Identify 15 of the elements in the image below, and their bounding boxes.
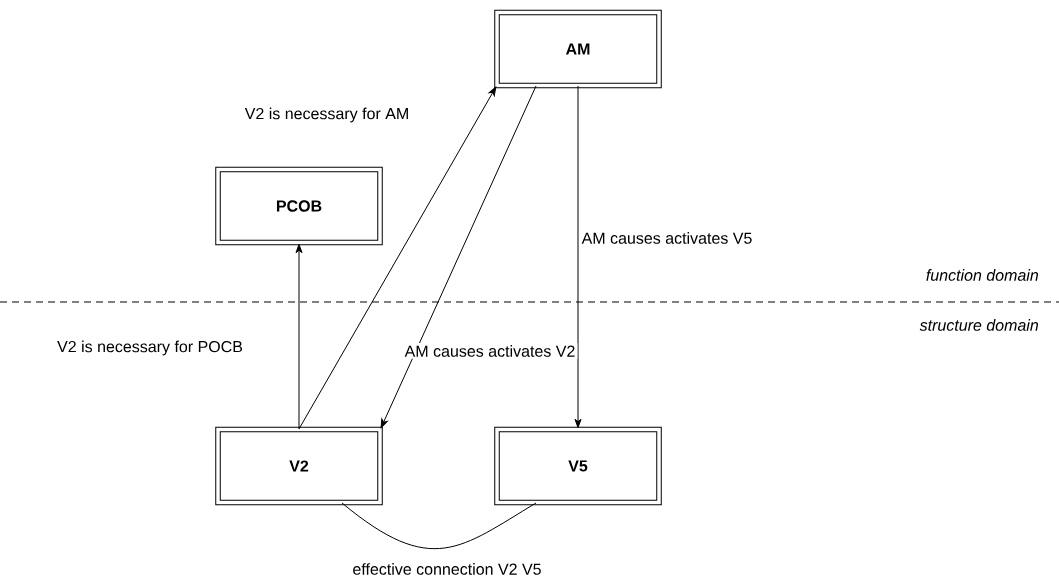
arrow: [380, 85, 537, 429]
process-box: V5: [494, 426, 662, 506]
edge-label: V2 is necessary for POCB: [55, 338, 245, 358]
process-box: V2: [215, 426, 383, 506]
process-box: PCOB: [215, 166, 383, 246]
arrow: [295, 243, 303, 430]
edge-label: effective connection V2 V5: [350, 561, 544, 577]
arrow: [298, 86, 497, 430]
edge-label: AM causes activates V5: [579, 230, 755, 246]
process-box: AM: [494, 9, 662, 89]
edge-label: V2 is necessary for AM: [242, 105, 412, 125]
edge-label: AM causes activates V2: [402, 343, 578, 359]
domain-label: structure domain: [919, 319, 1039, 331]
domain-label: function domain: [926, 269, 1039, 281]
arrow: [574, 85, 582, 428]
